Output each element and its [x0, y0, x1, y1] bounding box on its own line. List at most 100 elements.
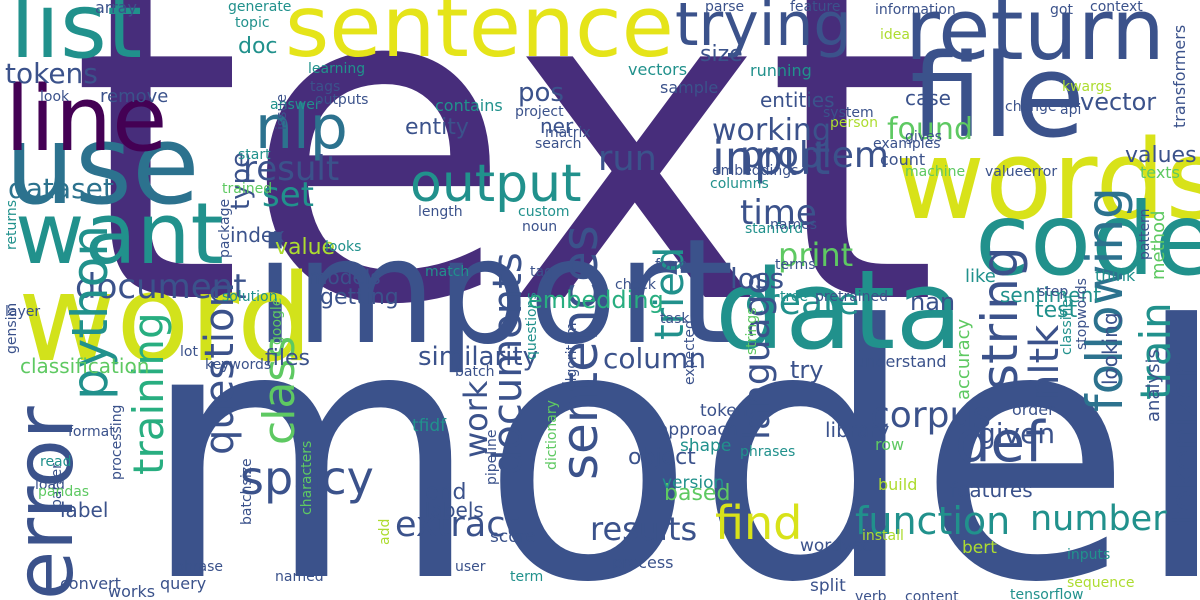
word-inputs: inputs: [1067, 547, 1111, 563]
word-return: return: [905, 0, 1165, 80]
word-tree: tree: [780, 289, 809, 305]
word-expected: expected: [682, 320, 698, 385]
word-case: case: [905, 86, 951, 110]
word-look: look: [40, 89, 70, 105]
word-custom: custom: [518, 204, 570, 220]
word-dictionary: dictionary: [544, 400, 560, 470]
word-column: column: [603, 342, 707, 375]
word-sentence: sentence: [285, 0, 674, 77]
word-content: content: [905, 589, 959, 600]
word-tokens: tokens: [5, 57, 98, 90]
word-context: context: [1090, 0, 1143, 15]
word-algorithm: algorithm: [564, 322, 580, 390]
word-idea: idea: [880, 27, 910, 43]
word-match: match: [425, 264, 470, 280]
word-nlp: nlp: [255, 93, 348, 163]
word-time: time: [740, 193, 817, 233]
word-check: check: [615, 277, 656, 293]
word-trained: trained: [222, 181, 273, 197]
word-batchsize: batchsize: [239, 458, 255, 525]
word-step: step: [1038, 284, 1069, 300]
word-transformers: transformers: [1170, 24, 1189, 128]
word-nan: nan: [910, 288, 956, 316]
word-contains: contains: [435, 96, 503, 115]
word-sentiment: sentiment: [1000, 283, 1102, 307]
word-embeddings: embeddings: [712, 163, 799, 179]
word-read: read: [40, 454, 72, 470]
word-answer: answer: [270, 97, 321, 113]
word-phrases: phrases: [740, 444, 796, 460]
word-search: search: [535, 136, 582, 152]
word-tags: tags: [310, 79, 341, 95]
word-split: split: [810, 576, 846, 596]
word-strings: strings: [744, 307, 760, 355]
word-gives: gives: [905, 129, 942, 145]
word-processing: processing: [109, 404, 125, 480]
word-use: use: [5, 101, 200, 229]
word-ner: ner: [540, 114, 574, 138]
word-run: run: [598, 139, 657, 179]
word-row: row: [875, 435, 905, 454]
word-end: end: [425, 480, 467, 505]
word-corpus: corpus: [870, 395, 992, 436]
word-format: format: [68, 424, 115, 440]
word-result: result: [243, 149, 340, 189]
word-term: term: [510, 569, 544, 585]
word-data: data: [715, 246, 963, 374]
word-library: library: [825, 418, 890, 442]
word-pipeline: pipeline: [484, 429, 500, 485]
word-print: print: [778, 236, 854, 274]
word-tag: tag: [530, 264, 553, 280]
word-labels: labels: [425, 498, 484, 522]
word-verb: verb: [855, 589, 887, 600]
word-vector: vector: [1080, 88, 1157, 116]
word-document: document: [75, 267, 247, 307]
word-questions: questions: [524, 292, 540, 360]
word-want: want: [15, 185, 224, 284]
word-label: label: [60, 498, 109, 522]
word-length: length: [418, 204, 463, 220]
word-create: create: [745, 282, 860, 323]
word-input: input: [712, 131, 831, 185]
word-version: version: [662, 473, 725, 493]
word-characters: characters: [299, 440, 315, 515]
word-entity: entity: [405, 115, 469, 140]
word-output: output: [410, 154, 582, 214]
word-start: start: [238, 147, 271, 163]
word-layer: layer: [5, 304, 41, 320]
word-system: system: [823, 105, 874, 121]
word-user: user: [455, 559, 486, 575]
word-matrix: matrix: [545, 125, 591, 141]
word-kwargs: kwargs: [1062, 79, 1112, 95]
word-tokenizer: tokenizer: [1165, 363, 1200, 525]
word-feature: feature: [790, 0, 841, 15]
word-find: find: [715, 496, 803, 550]
word-person: person: [830, 115, 878, 131]
word-pretrained: pretrained: [815, 289, 889, 305]
word-count: count: [880, 150, 926, 169]
word-problem: problem: [740, 135, 889, 176]
word-valueerror: valueerror: [985, 164, 1058, 180]
word-models: models: [308, 265, 381, 289]
word-entities: entities: [760, 88, 835, 112]
word-pos: pos: [518, 78, 564, 108]
word-project: project: [515, 104, 564, 120]
word-convert: convert: [60, 574, 121, 593]
word-import: import: [255, 208, 734, 377]
word-form: form: [655, 257, 688, 273]
word-bert: bert: [962, 538, 997, 558]
word-named: named: [275, 569, 324, 585]
word-batch: batch: [455, 364, 495, 380]
word-index: index: [230, 223, 285, 247]
word-analysis: analysis: [1143, 349, 1164, 422]
word-pandas: pandas: [38, 484, 90, 500]
word-texts: texts: [1140, 163, 1180, 182]
word-test: test: [1035, 298, 1078, 323]
word-def: def: [955, 410, 1045, 475]
word-getting: getting: [320, 285, 399, 310]
word-classifier: classifier: [1059, 293, 1075, 355]
word-parse: parse: [705, 0, 745, 15]
word-looking: looking: [1098, 312, 1122, 385]
word-add: add: [377, 518, 393, 545]
